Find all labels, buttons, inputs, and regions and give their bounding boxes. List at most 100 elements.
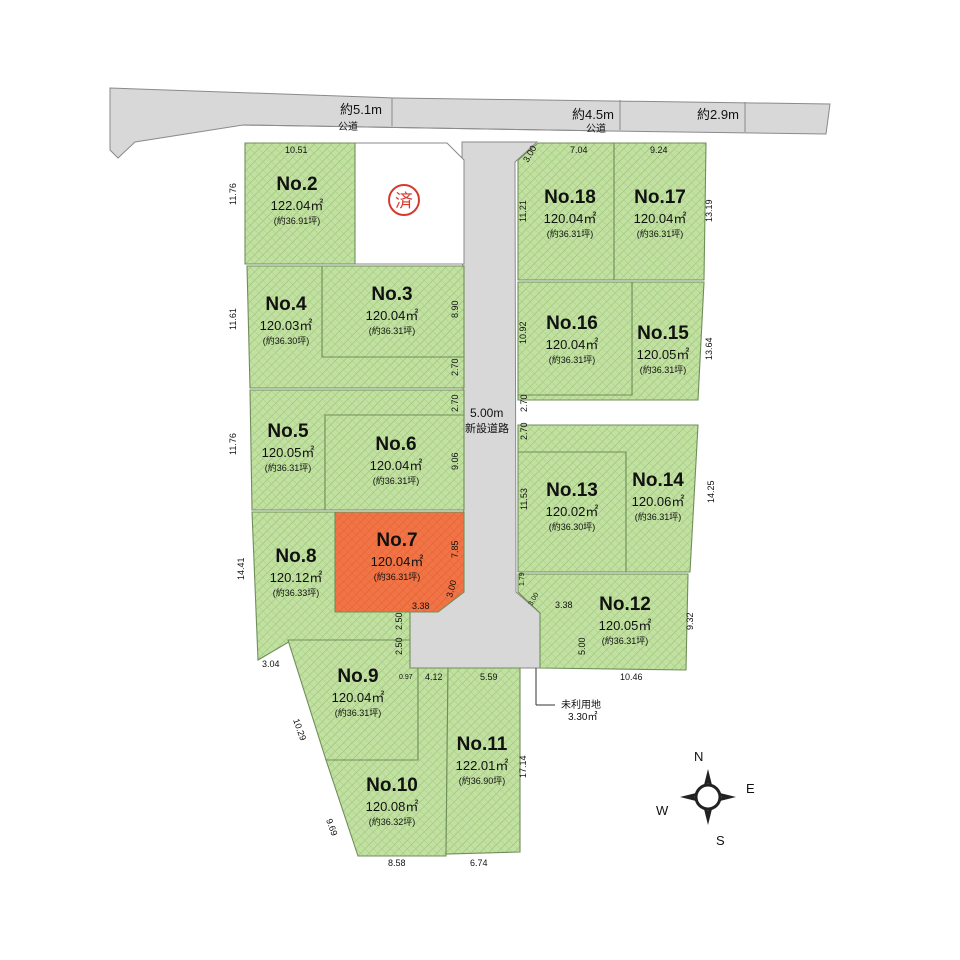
lot-number: No.2: [276, 174, 317, 195]
lot-shape[interactable]: [517, 424, 699, 573]
lot-shape[interactable]: [251, 511, 411, 661]
lot-area: 120.05㎡: [637, 347, 690, 362]
dimension-label: 9.24: [650, 145, 668, 155]
lot-area: 122.04㎡: [271, 198, 324, 213]
lot-number: No.3: [371, 284, 412, 305]
lot-number: No.5: [267, 421, 309, 442]
dimension-label: 10.29: [291, 717, 308, 742]
lot-tsubo: (約36.31坪): [373, 475, 420, 486]
lot-number: No.10: [366, 775, 418, 796]
svg-text:S: S: [716, 833, 725, 848]
new-road-width: 5.00m: [470, 406, 503, 420]
lot-area: 120.06㎡: [632, 494, 685, 509]
lot-tsubo: (約36.32坪): [369, 816, 416, 827]
lot-tsubo: (約36.31坪): [602, 635, 649, 646]
lot-shape[interactable]: [324, 414, 465, 511]
lot-tsubo: (約36.31坪): [369, 325, 416, 336]
lot-number: No.16: [546, 313, 598, 334]
dimension-label: 13.64: [704, 337, 714, 360]
lot-6[interactable]: No.6 120.04㎡ (約36.31坪): [324, 414, 465, 511]
dimension-label: 10.92: [518, 321, 528, 344]
lot-number: No.17: [634, 187, 686, 208]
lot-number: No.6: [375, 434, 416, 455]
dimension-label: 11.61: [228, 308, 238, 330]
dimension-label: 2.70: [519, 394, 529, 412]
dimension-label: 8.58: [388, 858, 406, 868]
dimension-label: 14.41: [236, 557, 246, 580]
dimension-label: 5.00: [577, 637, 587, 655]
lot-12[interactable]: No.12 120.05㎡ (約36.31坪): [517, 573, 689, 671]
lot-shape[interactable]: [517, 573, 689, 671]
lot-tsubo: (約36.31坪): [265, 462, 312, 473]
dimension-label: 6.74: [470, 858, 488, 868]
road-width-4-5: 約4.5m: [572, 107, 614, 122]
lot-area: 120.04㎡: [371, 554, 424, 569]
lot-shape[interactable]: [517, 142, 615, 281]
lot-area: 120.02㎡: [546, 504, 599, 519]
lot-tsubo: (約36.31坪): [635, 511, 682, 522]
dimension-label: 3.04: [262, 659, 280, 669]
dimension-label: 4.12: [425, 672, 443, 682]
road-name-left: 公道: [338, 120, 358, 133]
dimension-label: 7.04: [570, 145, 588, 155]
compass: N E S W: [656, 749, 755, 848]
lot-area: 120.08㎡: [366, 799, 419, 814]
lot-number: No.12: [599, 594, 651, 615]
dimension-label: 9.69: [324, 817, 339, 837]
dimension-label: 11.21: [518, 200, 528, 222]
road-name-mid: 公道: [586, 122, 606, 135]
lot-shape[interactable]: [244, 142, 356, 265]
lot-area: 120.12㎡: [270, 570, 323, 585]
dimension-label: 3.38: [412, 601, 430, 611]
lot-shape[interactable]: [517, 281, 633, 396]
lot-number: No.4: [265, 294, 307, 315]
dimension-label: 13.19: [704, 199, 714, 222]
lot-number: No.11: [457, 734, 508, 755]
dimension-label: 0.97: [399, 674, 413, 681]
sold-stamp: 済: [388, 184, 420, 216]
lot-10[interactable]: No.10 120.08㎡ (約36.32坪): [325, 667, 449, 857]
lot-area: 120.04㎡: [634, 211, 687, 226]
lot-area: 120.04㎡: [370, 458, 423, 473]
lot-shape[interactable]: [246, 265, 465, 389]
lot-area: 120.04㎡: [544, 211, 597, 226]
new-road-name: 新設道路: [465, 421, 509, 435]
dimension-label: 2.50: [394, 637, 404, 655]
svg-text:W: W: [656, 803, 669, 818]
dimension-label: 2.70: [450, 358, 460, 376]
lot-area: 120.04㎡: [546, 337, 599, 352]
dimension-label: 5.59: [480, 672, 498, 682]
road-width-2-9: 約2.9m: [697, 107, 739, 122]
dimension-label: 14.25: [706, 480, 716, 503]
svg-text:N: N: [694, 749, 703, 764]
unused-land-name: 未利用地: [561, 698, 601, 711]
dimension-label: 11.53: [519, 488, 529, 510]
dimension-label: 7.85: [450, 540, 460, 558]
lot-tsubo: (約36.31坪): [335, 707, 382, 718]
svg-text:E: E: [746, 781, 755, 796]
lot-area: 120.05㎡: [599, 618, 652, 633]
dimension-label: 8.90: [450, 300, 460, 318]
lot-area: 120.03㎡: [260, 318, 313, 333]
lot-tsubo: (約36.90坪): [459, 775, 506, 786]
lot-shape[interactable]: [445, 667, 521, 855]
dimension-label: 11.76: [228, 433, 238, 455]
lot-number: No.9: [337, 666, 378, 687]
lot-number: No.13: [546, 480, 598, 501]
unused-land-area: 3.30㎡: [568, 711, 597, 723]
